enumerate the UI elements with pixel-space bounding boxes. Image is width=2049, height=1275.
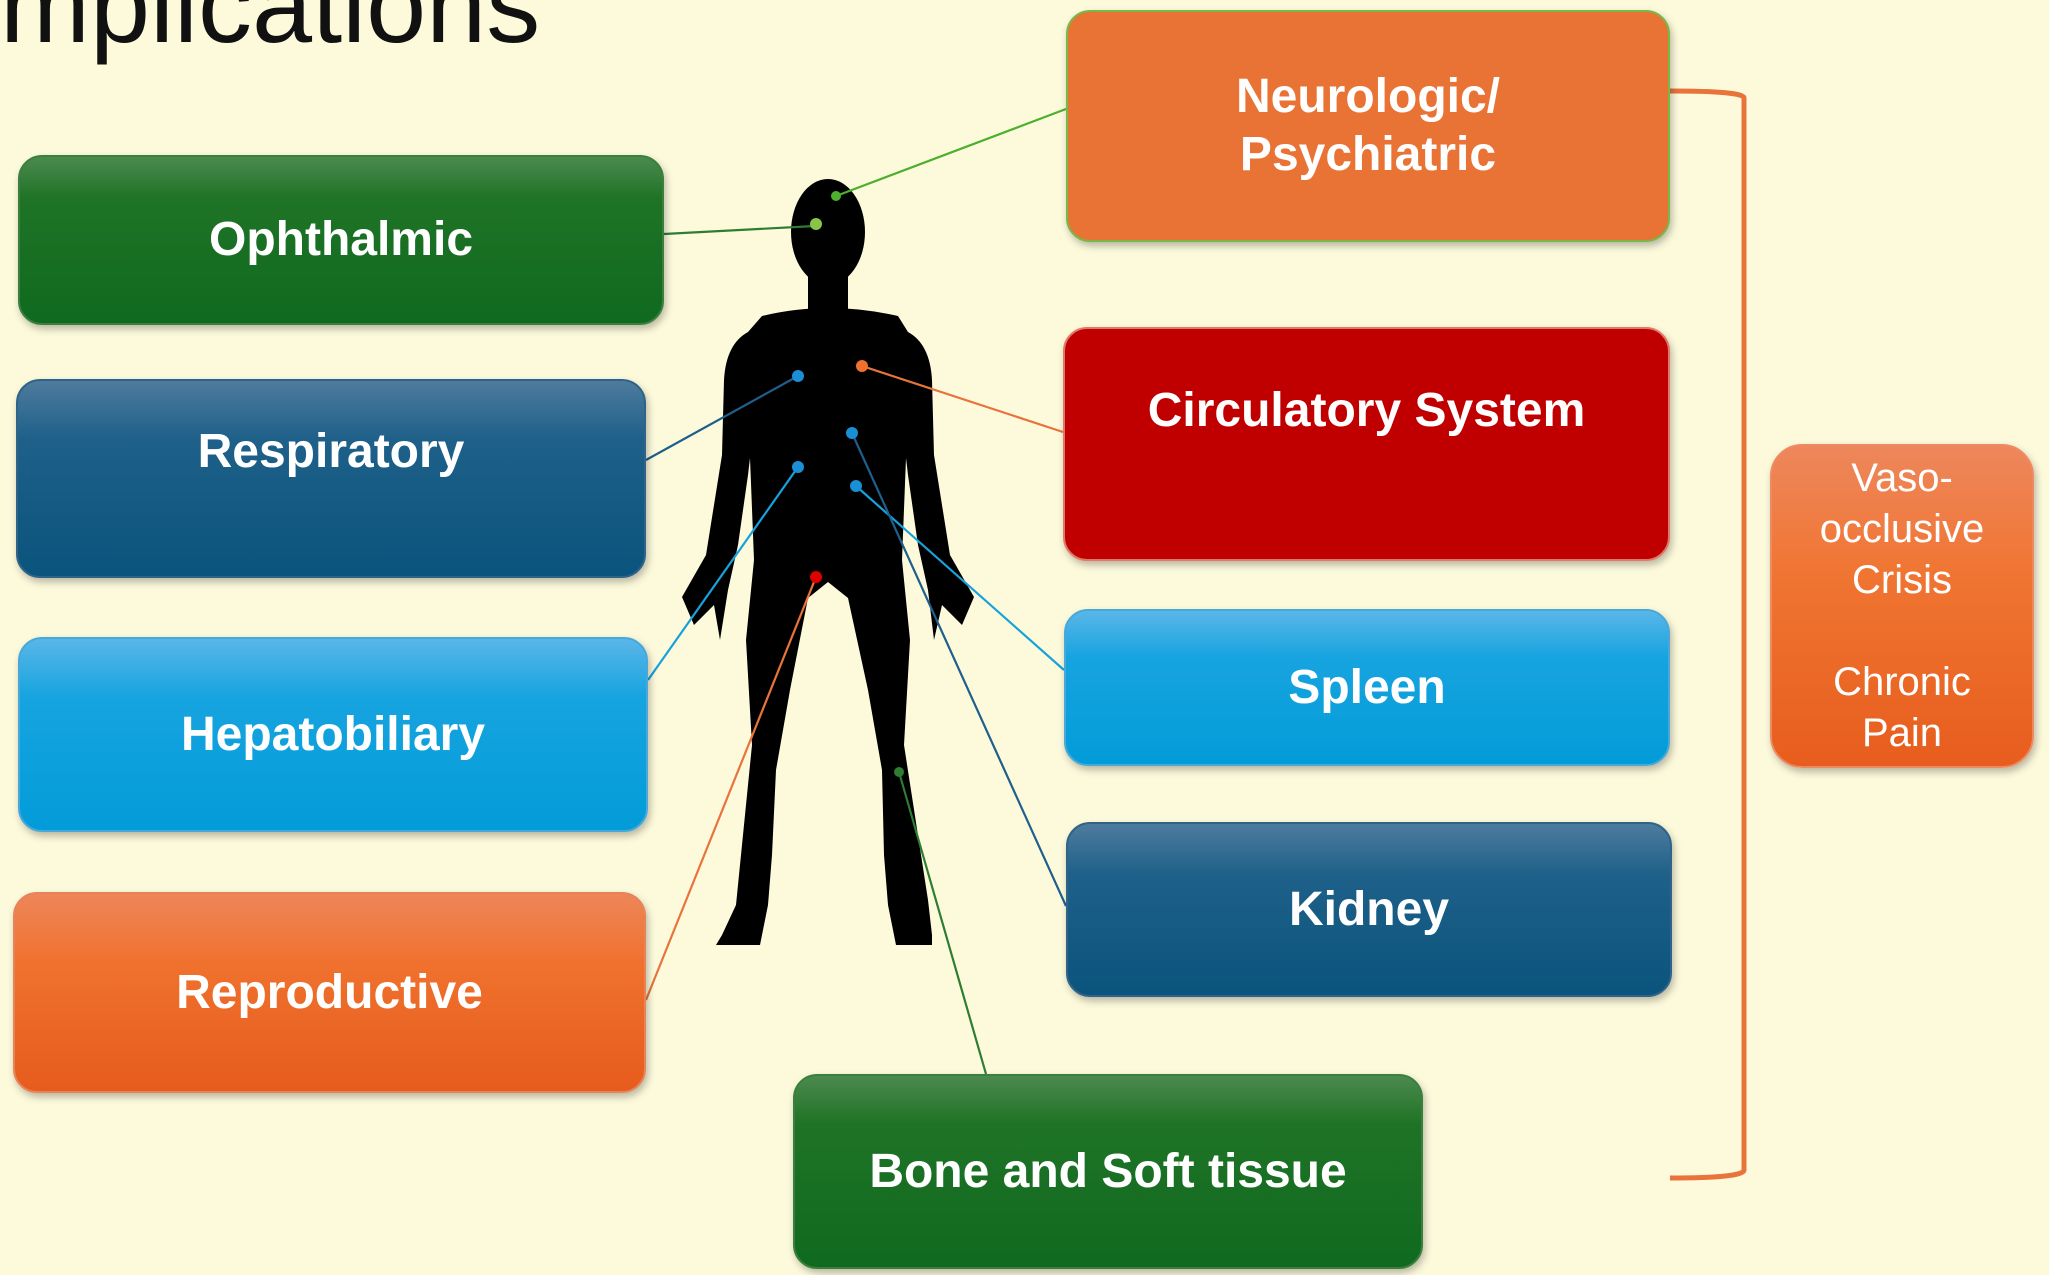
label-neurologic: Neurologic/ Psychiatric [1236, 68, 1500, 184]
box-hepatobiliary: Hepatobiliary [18, 637, 648, 832]
human-silhouette [682, 179, 974, 945]
side-note-line-5: Pain [1862, 708, 1942, 759]
connector-neurologic [836, 109, 1066, 196]
box-ophthalmic: Ophthalmic [18, 155, 664, 325]
box-bone: Bone and Soft tissue [793, 1074, 1423, 1269]
label-ophthalmic: Ophthalmic [209, 211, 473, 269]
dot-spleen [850, 480, 862, 492]
side-note-line-4: Chronic [1833, 657, 1971, 708]
label-bone: Bone and Soft tissue [869, 1143, 1346, 1201]
box-reproductive: Reproductive [13, 892, 646, 1093]
box-spleen: Spleen [1064, 609, 1670, 766]
box-kidney: Kidney [1066, 822, 1672, 997]
dot-bone [894, 767, 904, 777]
box-circulatory: Circulatory System [1063, 327, 1670, 561]
label-circulatory: Circulatory System [1148, 382, 1586, 440]
dot-liver [792, 461, 804, 473]
box-neurologic: Neurologic/ Psychiatric [1066, 10, 1670, 242]
label-kidney: Kidney [1289, 881, 1449, 939]
dot-brain [831, 191, 841, 201]
label-respiratory: Respiratory [198, 423, 465, 481]
box-respiratory: Respiratory [16, 379, 646, 578]
side-note-line-1: Vaso- [1851, 453, 1953, 504]
dot-kidney [846, 427, 858, 439]
side-note-box: Vaso- occlusive Crisis Chronic Pain [1770, 444, 2034, 768]
label-spleen: Spleen [1288, 659, 1445, 717]
label-reproductive: Reproductive [176, 964, 483, 1022]
side-note-line-3: Crisis [1852, 555, 1952, 606]
dot-reproductive [810, 571, 822, 583]
bracket [1670, 91, 1744, 1178]
dot-eye [810, 218, 822, 230]
dot-heart [856, 360, 868, 372]
side-note-line-2: occlusive [1820, 504, 1985, 555]
label-hepatobiliary: Hepatobiliary [181, 706, 485, 764]
dot-lung [792, 370, 804, 382]
